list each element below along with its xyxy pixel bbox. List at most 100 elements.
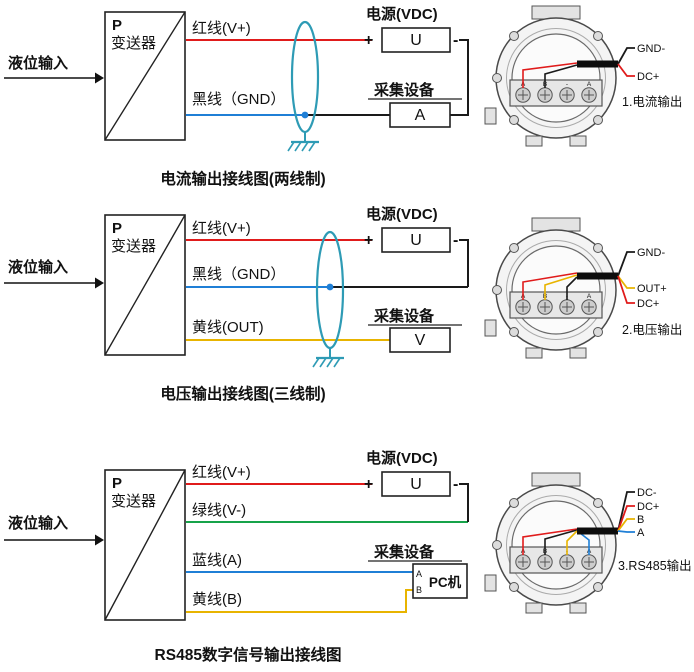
transmitter-name: 变送器 [111, 238, 156, 255]
blue-wire-label: 蓝线(A) [192, 552, 242, 569]
jumper-yellow [566, 530, 578, 555]
red-wire-label: 红线(V+) [192, 464, 251, 481]
housing-foot [569, 135, 587, 147]
acquisition-device: 采集设备 A [368, 81, 462, 128]
housing-cap [531, 217, 581, 232]
shield-junction-dot [301, 111, 309, 119]
housing-foot [569, 347, 587, 359]
device-unit: PC机 [429, 574, 462, 590]
gnd-wire-label: 黑线（GND） [192, 91, 285, 108]
green-wire-label: 绿线(V-) [192, 502, 246, 519]
jumper-black [544, 529, 578, 555]
housing-cap [531, 5, 581, 20]
housing-foot [569, 602, 587, 614]
lead-b [617, 518, 635, 532]
transmitter-box: P 变送器 [104, 214, 186, 356]
pc-rect [412, 563, 468, 599]
power-rect [381, 27, 451, 53]
minus-sign: - [453, 32, 458, 49]
jumper-black [544, 64, 578, 88]
cable-shield [287, 20, 320, 152]
housing-caption: 3.RS485输出 [618, 558, 692, 573]
svg-text:-: - [566, 81, 568, 88]
housing-bolts [492, 498, 603, 592]
housing-cap [531, 472, 581, 487]
yellow-wire [186, 589, 413, 613]
jumper-blue [579, 532, 590, 555]
device-unit: V [415, 332, 426, 349]
svg-text:A: A [587, 293, 592, 300]
lead-a [617, 530, 635, 533]
power-rect [381, 471, 451, 497]
housing-caption: 1.电流输出 [622, 94, 682, 109]
input-label: 液位输入 [8, 514, 68, 532]
power-title: 电源(VDC) [366, 5, 438, 23]
minus-sign: - [453, 232, 458, 249]
jumper-red [522, 272, 578, 300]
gnd-wire-label: 黑线（GND） [192, 266, 285, 283]
return-wire [450, 39, 469, 116]
housing-bolts [492, 243, 603, 337]
section-caption: 电压输出接线图(三线制) [160, 384, 325, 403]
plus-sign: + [364, 232, 373, 249]
input-label: 液位输入 [8, 54, 68, 72]
acquisition-device: 采集设备 A B PC机 [368, 543, 468, 599]
device-rect [389, 327, 451, 353]
device-title: 采集设备 [373, 307, 435, 325]
ground-icon [287, 140, 319, 152]
device-unit: A [415, 107, 426, 124]
input-arrowhead-icon [95, 72, 104, 84]
pc-port-a: A [416, 569, 422, 579]
shield-junction-dot [326, 283, 334, 291]
plus-sign: + [364, 32, 373, 49]
transmitter-box: P 变送器 [104, 11, 186, 141]
housing-rim [506, 28, 606, 128]
power-title: 电源(VDC) [366, 449, 438, 467]
input-arrowhead-icon [95, 534, 104, 546]
section-current-output: 液位输入 P 变送器 红线(V+) 黑线（GND） 电源(VDC) + U - … [4, 5, 682, 188]
lead-label-gnd: GND- [637, 247, 665, 259]
pc-port-b: B [416, 585, 422, 595]
input-label: 液位输入 [8, 258, 68, 276]
power-title: 电源(VDC) [366, 205, 438, 223]
return-wire [459, 239, 469, 287]
device-title: 采集设备 [373, 543, 435, 561]
section-voltage-output: 液位输入 P 变送器 红线(V+) 黑线（GND） 黄线(OUT) 电源(VDC… [4, 205, 682, 403]
housing-voltage: A B - A GND- OUT+ DC+ 2.电压输出 [484, 217, 682, 359]
lead-label-dc: DC+ [637, 298, 659, 310]
red-wire-label: 红线(V+) [192, 20, 251, 37]
lead-label-gnd: GND- [637, 43, 665, 55]
transmitter-name: 变送器 [111, 493, 156, 510]
lead-label-dc: DC+ [637, 71, 659, 83]
housing-side-fitting [484, 107, 497, 125]
lead-label-out: OUT+ [637, 283, 667, 295]
transmitter-p: P [112, 17, 122, 34]
jumper-red [522, 62, 578, 88]
yellow-wire-label: 黄线(B) [192, 591, 242, 608]
lead-dc-plus [617, 505, 635, 532]
section-rs485-output: 液位输入 P 变送器 红线(V+) 绿线(V-) 蓝线(A) 黄线(B) 电源(… [4, 449, 692, 664]
lead-dc [617, 63, 635, 77]
housing-side-fitting [484, 574, 497, 592]
transmitter-box: P 变送器 [104, 469, 186, 621]
jumper-yellow [544, 274, 578, 300]
lead-out [617, 275, 635, 289]
housing-inner [511, 245, 601, 335]
jumper-black [566, 276, 578, 300]
housing-bolts [492, 31, 603, 125]
housing-foot [525, 135, 543, 147]
lead-dc-minus [617, 491, 635, 532]
power-unit: U [410, 476, 422, 493]
out-wire-label: 黄线(OUT) [192, 319, 264, 336]
power-unit: U [410, 32, 422, 49]
input-arrowhead-icon [95, 277, 104, 289]
housing-foot [525, 347, 543, 359]
housing-rim [506, 240, 606, 340]
cable-shield [312, 230, 345, 368]
transmitter-p: P [112, 220, 122, 237]
lead-label-a: A [637, 527, 645, 539]
power-supply: 电源(VDC) + U - [364, 449, 458, 497]
power-unit: U [410, 232, 422, 249]
power-supply: 电源(VDC) + U - [364, 205, 458, 253]
